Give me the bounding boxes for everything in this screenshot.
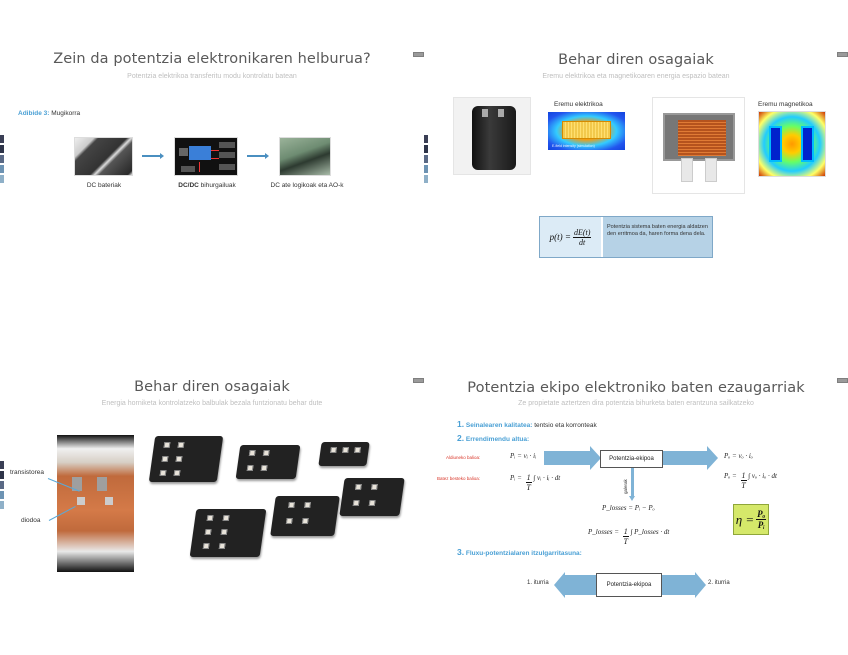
average-value-label: Batez besteko balioa: <box>437 476 481 481</box>
slide-title: Potentzia ekipo elektroniko baten ezauga… <box>467 380 805 396</box>
slide-3[interactable]: Behar diren osagaiak Energia horniketa k… <box>0 328 424 655</box>
caption-batteries: DC bateriak <box>86 182 122 189</box>
magnetic-field-simulation-image <box>758 111 826 177</box>
slide-nav-bars <box>424 135 428 183</box>
igbt-die-closeup-image <box>57 435 134 572</box>
slide-nav-bars <box>0 135 4 183</box>
losses-arrow-head-icon <box>629 496 635 501</box>
input-arrow-head-icon <box>590 446 601 470</box>
source-1-label: 1. iturria <box>527 580 549 586</box>
losses-arrow-icon <box>631 468 634 498</box>
slide-title: Zein da potentzia elektronikaren helburu… <box>53 51 371 67</box>
simulation-caption: E-field intensity (simulation) <box>552 144 595 148</box>
magnetic-field-label: Eremu magnetikoa <box>758 101 813 108</box>
example-line: Adibide 3: Mugikorra <box>18 110 80 117</box>
example-label: Adibide 3: <box>18 110 50 117</box>
input-arrow-icon <box>544 451 590 465</box>
igbt-module-image <box>339 478 405 516</box>
list-item-reversibility: 3. Fluxu-potentzialaren itzulgarritasuna… <box>457 547 582 557</box>
caption-dcdc: DC/DC bihurgailuak <box>178 182 236 189</box>
output-arrow-icon <box>663 451 707 465</box>
power-equipment-box: Potentzia-ekipoa <box>600 450 663 468</box>
instant-value-label: Aldiuneko balioa: <box>446 455 481 460</box>
list-item-signal-quality: 1. Seinalearen kalitatea: tentsio eta ko… <box>457 419 597 429</box>
power-definition-text: Potentzia sistema baten energia aldatzen… <box>607 224 708 237</box>
batteries-image <box>74 137 133 176</box>
slide-subtitle: Energia horniketa kontrolatzeko balbulak… <box>101 400 323 407</box>
diode-label: diodoa <box>21 517 41 524</box>
slide-title: Behar diren osagaiak <box>558 52 714 68</box>
electric-field-label: Eremu elektrikoa <box>554 101 603 108</box>
slide-title: Behar diren osagaiak <box>134 379 290 395</box>
slide-number-badge <box>413 52 424 57</box>
output-arrow-head-icon <box>707 446 718 470</box>
logic-board-image <box>279 137 331 176</box>
right-arrow-head-icon <box>695 572 706 598</box>
slide-subtitle: Potentzia elektrikoa transferitu modu ko… <box>127 73 297 80</box>
power-equation: p(t) = dE(t)dt <box>540 217 603 257</box>
arrow-right-icon <box>247 153 269 159</box>
list-item-efficiency: 2. Errendimendu altua: <box>457 433 530 443</box>
capacitor-image <box>453 97 531 175</box>
transistor-label: transistorea <box>10 469 44 476</box>
inductor-image <box>652 97 745 194</box>
power-formula-box: p(t) = dE(t)dt Potentzia sistema baten e… <box>539 216 713 258</box>
electric-field-simulation-image: E-field intensity (simulation) <box>548 112 625 150</box>
left-arrow-head-icon <box>554 572 565 598</box>
input-power-instant-equation: Pᵢ = vᵢ · iᵢ <box>510 452 537 460</box>
igbt-module-image <box>235 445 301 479</box>
igbt-module-image <box>189 509 267 557</box>
igbt-module-image <box>270 496 340 536</box>
igbt-module-image <box>318 442 370 466</box>
losses-instant-equation: P_losses = Pᵢ − Pₒ <box>602 504 655 512</box>
slide-4[interactable]: Potentzia ekipo elektroniko baten ezauga… <box>424 328 848 655</box>
source-2-label: 2. iturria <box>708 580 730 586</box>
igbt-module-image <box>148 436 224 482</box>
slide-number-badge <box>413 378 424 383</box>
slide-subtitle: Ze propietate aztertzen dira potentzia b… <box>518 400 754 407</box>
example-value: Mugikorra <box>51 110 81 117</box>
slide-2[interactable]: Behar diren osagaiak Eremu elektrikoa et… <box>424 0 848 327</box>
caption-logic: DC ate logikoak eta AO-k <box>270 182 344 189</box>
arrow-right-icon <box>142 153 164 159</box>
output-power-instant-equation: Pₒ = vₒ · iₒ <box>724 452 753 460</box>
slide-1[interactable]: Zein da potentzia elektronikaren helburu… <box>0 0 424 327</box>
losses-label: galerak <box>623 479 628 494</box>
slide-subtitle: Eremu elektrikoa eta magnetikoaren energ… <box>542 73 730 80</box>
dcdc-converter-image <box>174 137 238 176</box>
slide-nav-bars <box>0 461 4 509</box>
power-equipment-box-2: Potentzia-ekipoa <box>596 573 662 597</box>
